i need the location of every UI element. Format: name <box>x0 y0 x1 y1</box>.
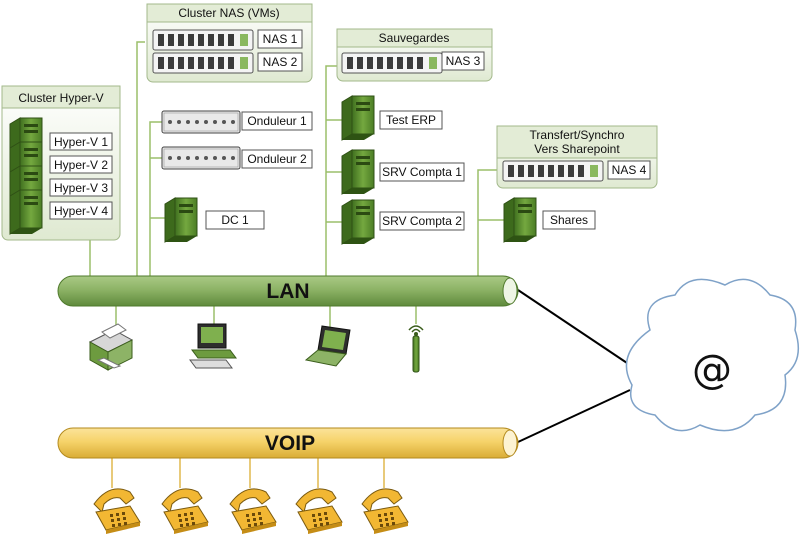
nas3-rack-icon <box>341 52 443 74</box>
hyperv4-label: Hyper-V 4 <box>54 204 108 218</box>
voip-links <box>111 458 385 488</box>
printer-icon <box>88 323 134 371</box>
sync-title-line2: Vers Sharepoint <box>534 142 620 156</box>
hyperv-cluster-title: Cluster Hyper-V <box>18 91 103 105</box>
srv-compta1-server-icon <box>341 149 375 195</box>
ups2-label: Onduleur 2 <box>247 152 307 166</box>
sync-title-line1: Transfert/Synchro <box>530 128 625 142</box>
ups1-label: Onduleur 1 <box>247 114 307 128</box>
srv-compta1-node: SRV Compta 1 <box>341 149 465 195</box>
test-erp-node: Test ERP <box>341 95 443 141</box>
phone-icon <box>229 488 277 535</box>
dc1-label: DC 1 <box>221 213 249 227</box>
ups1-node: Onduleur 1 <box>161 110 313 134</box>
internet-links <box>517 289 631 443</box>
nas1-rack-icon <box>152 29 254 51</box>
hyperv3-label: Hyper-V 3 <box>54 181 108 195</box>
dc1-server-icon <box>164 197 198 243</box>
lan-label: LAN <box>266 280 309 303</box>
wifi-access-point-icon <box>408 325 424 373</box>
hyperv1-label: Hyper-V 1 <box>54 135 108 149</box>
hyperv2-label: Hyper-V 2 <box>54 158 108 172</box>
internet-cloud: @ <box>625 278 800 432</box>
test-erp-label: Test ERP <box>386 113 436 127</box>
hyperv-cluster-group: Cluster Hyper-V Hyper-V 1 Hyper-V 2 Hype… <box>1 85 121 241</box>
srv-compta2-node: SRV Compta 2 <box>341 199 465 245</box>
ups2-icon <box>161 146 241 170</box>
shares-server-icon <box>503 197 537 243</box>
lan-links <box>89 41 504 328</box>
nas2-label: NAS 2 <box>263 55 298 69</box>
nas-cluster-title: Cluster NAS (VMs) <box>178 6 279 20</box>
lan-bus: LAN <box>57 275 519 307</box>
dc1-node: DC 1 <box>164 197 265 243</box>
shares-label: Shares <box>550 213 588 227</box>
internet-at-symbol: @ <box>692 347 732 393</box>
test-erp-server-icon <box>341 95 375 141</box>
srv-compta1-label: SRV Compta 1 <box>382 165 462 179</box>
backups-title: Sauvegardes <box>379 31 450 45</box>
srv-compta2-server-icon <box>341 199 375 245</box>
srv-compta2-label: SRV Compta 2 <box>382 214 462 228</box>
phone-icon <box>295 488 343 535</box>
nas4-label: NAS 4 <box>612 163 647 177</box>
phone-icon <box>161 488 209 535</box>
phone-icon <box>93 488 141 535</box>
nas2-rack-icon <box>152 52 254 74</box>
phone-icon <box>361 488 409 535</box>
ups1-icon <box>161 110 241 134</box>
ups2-node: Onduleur 2 <box>161 146 313 170</box>
voip-label: VOIP <box>265 432 315 455</box>
hyperv4-server-icon <box>9 189 43 235</box>
nas1-label: NAS 1 <box>263 32 298 46</box>
nas-cluster-group: Cluster NAS (VMs) NAS 1 NAS 2 <box>146 3 313 83</box>
sync-group: Transfert/Synchro Vers Sharepoint NAS 4 <box>496 125 658 189</box>
desktop-computer-icon <box>189 323 237 369</box>
nas3-label: NAS 3 <box>446 54 481 68</box>
backups-group: Sauvegardes NAS 3 <box>336 28 493 82</box>
nas4-rack-icon <box>502 160 604 182</box>
shares-node: Shares <box>503 197 596 243</box>
voip-bus: VOIP <box>57 427 519 459</box>
laptop-icon <box>304 325 351 367</box>
